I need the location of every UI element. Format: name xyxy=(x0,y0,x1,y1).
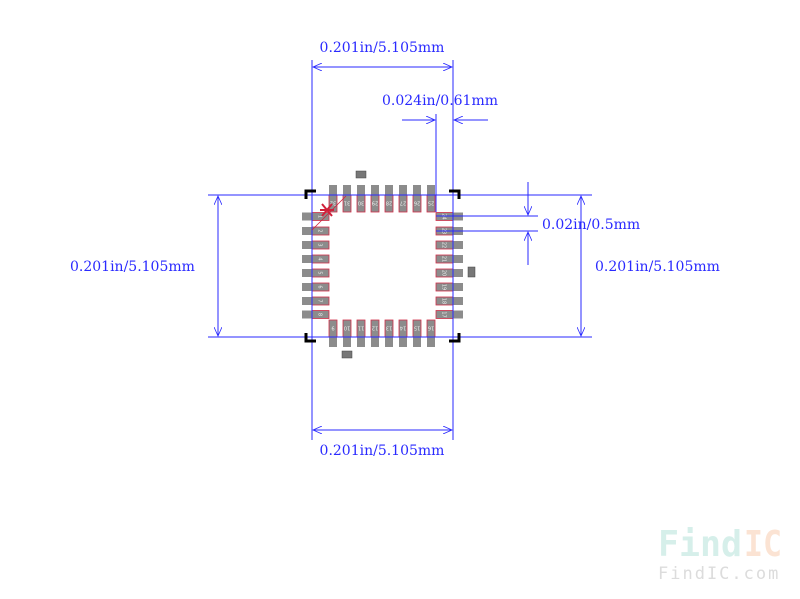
pin-number: 28 xyxy=(386,200,392,206)
pad-17: 17 xyxy=(435,310,463,319)
pad-width-label: 0.024in/0.61mm xyxy=(382,93,498,109)
watermark-url: FindIC.com xyxy=(658,564,780,584)
pin-number: 9 xyxy=(331,325,334,331)
pin-number: 2 xyxy=(317,229,323,232)
left-height-label: 0.201in/5.105mm xyxy=(70,259,195,275)
watermark-logo-find: Find xyxy=(658,524,742,565)
pin-number: 32 xyxy=(330,200,336,206)
pin-number: 20 xyxy=(441,270,447,276)
pad-13: 13 xyxy=(384,319,394,347)
pin-number: 14 xyxy=(400,325,406,331)
pad-7: 7 xyxy=(302,296,330,306)
pin1-marker xyxy=(311,195,347,231)
watermark: Find IC FindIC.com xyxy=(658,524,782,584)
pin-number: 6 xyxy=(317,285,323,288)
pin-number: 13 xyxy=(386,325,392,331)
top-width-label: 0.201in/5.105mm xyxy=(320,40,445,56)
extension-lines xyxy=(208,60,592,440)
pad-28: 28 xyxy=(384,185,394,213)
pin-number: 25 xyxy=(428,200,434,206)
pin-number: 10 xyxy=(344,325,350,331)
pad-29: 29 xyxy=(370,185,380,213)
pin-number: 5 xyxy=(317,271,323,274)
bottom-width-label: 0.201in/5.105mm xyxy=(320,443,445,459)
pad-31: 31 xyxy=(342,185,352,213)
pin-number: 8 xyxy=(317,313,323,316)
pin-number: 11 xyxy=(358,325,364,331)
pin-number: 30 xyxy=(358,200,364,206)
pin-number: 27 xyxy=(400,200,406,206)
pad-27: 27 xyxy=(398,185,408,213)
pad-25: 25 xyxy=(426,185,436,213)
pin-number: 31 xyxy=(344,200,350,206)
pad-6: 6 xyxy=(302,282,330,292)
pad-30: 30 xyxy=(356,185,366,213)
pad-2: 2 xyxy=(302,226,330,236)
pin-number: 26 xyxy=(414,200,420,206)
pad-4: 4 xyxy=(302,254,330,264)
pad-12: 12 xyxy=(370,319,380,347)
pad-32: 32 xyxy=(328,185,338,213)
pad-3: 3 xyxy=(302,240,330,250)
pin-number: 19 xyxy=(441,284,447,290)
pin-number: 7 xyxy=(317,299,323,302)
pin-number: 16 xyxy=(428,325,434,331)
pad-5: 5 xyxy=(302,268,330,278)
pin-number: 21 xyxy=(441,256,447,262)
pad-22: 22 xyxy=(435,240,463,250)
right-height-label: 0.201in/5.105mm xyxy=(595,259,720,275)
pad-21: 21 xyxy=(435,254,463,264)
dimension-arrows xyxy=(218,67,581,430)
pitch-label: 0.02in/0.5mm xyxy=(542,217,640,233)
pin-number: 4 xyxy=(317,257,323,260)
pin-number: 3 xyxy=(317,243,323,246)
pad-15: 15 xyxy=(412,319,422,347)
pin-number: 15 xyxy=(414,325,420,331)
pad-20: 20 xyxy=(435,268,463,278)
pin-number: 1 xyxy=(317,215,323,218)
pad-16: 16 xyxy=(426,319,436,347)
pin-number: 12 xyxy=(372,325,378,331)
pin-number: 22 xyxy=(441,242,447,248)
pin-number: 17 xyxy=(441,311,447,317)
pin-number: 18 xyxy=(441,298,447,304)
fiducials xyxy=(341,170,476,359)
pad-19: 19 xyxy=(435,282,463,292)
corner-brackets xyxy=(304,189,461,343)
pad-14: 14 xyxy=(398,319,408,347)
pad-9: 9 xyxy=(328,319,338,347)
pad-26: 26 xyxy=(412,185,422,213)
pad-8: 8 xyxy=(302,310,330,319)
watermark-logo-ic: IC xyxy=(744,524,782,565)
pad-18: 18 xyxy=(435,296,463,306)
pad-10: 10 xyxy=(342,319,352,347)
pad-11: 11 xyxy=(356,319,366,347)
pin-number: 29 xyxy=(372,200,378,206)
